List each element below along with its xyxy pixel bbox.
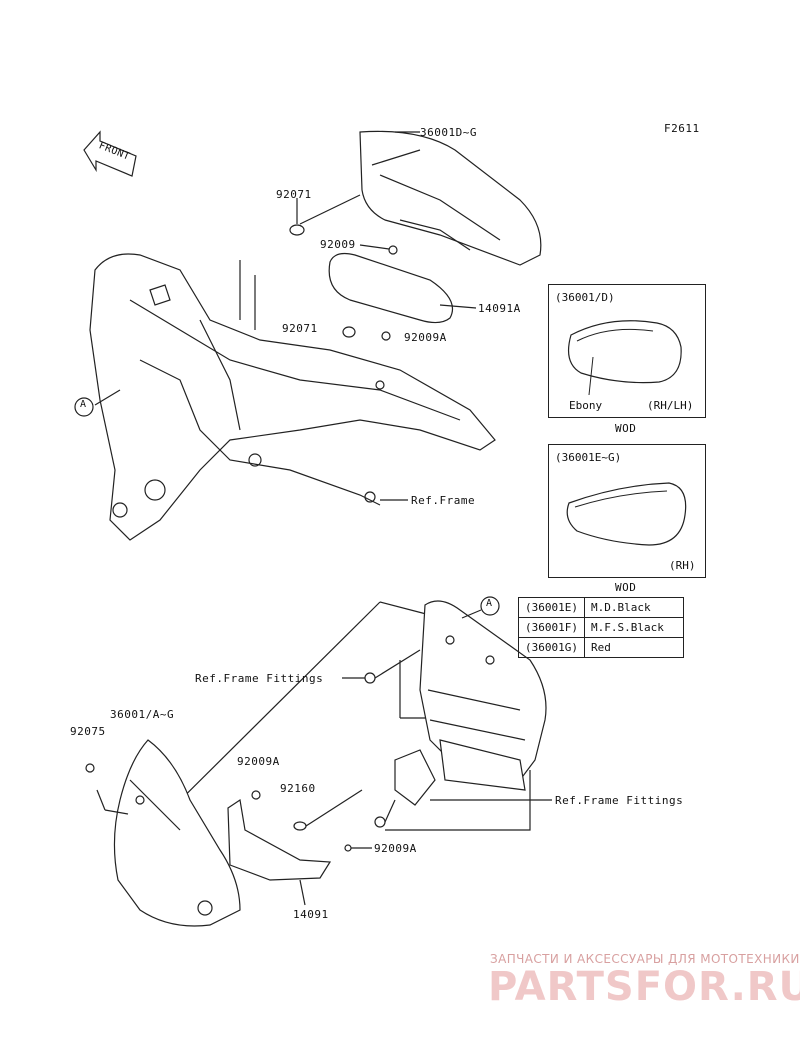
callout-92009A-bottom: 92009A	[374, 842, 417, 855]
callout-92071-mid: 92071	[282, 322, 318, 335]
callout-36001-A-G: 36001/A~G	[110, 708, 175, 721]
callout-14091: 14091	[293, 908, 329, 921]
color-code: (36001F)	[518, 617, 585, 638]
callout-36001D-G: 36001D~G	[420, 126, 477, 139]
callout-92071-top: 92071	[276, 188, 312, 201]
cover-eg-thumbnail-icon	[566, 482, 687, 546]
circle-a-top: A	[80, 399, 87, 410]
inset-1-side: (RH/LH)	[647, 399, 694, 412]
callout-92009: 92009	[320, 238, 356, 251]
cover-d-thumbnail-icon	[568, 320, 682, 396]
color-name: M.D.Black	[583, 597, 684, 618]
callout-ref-frame-fittings-1: Ref.Frame Fittings	[195, 672, 324, 685]
side-cover-upper	[359, 130, 542, 266]
front-arrow-icon	[83, 130, 137, 177]
callout-92009A-low: 92009A	[237, 755, 280, 768]
inset-1-code: (36001/D)	[555, 291, 615, 304]
circle-a-bottom: A	[486, 598, 493, 609]
inset-1-note: Ebony	[569, 399, 603, 412]
side-cover-lower	[113, 739, 241, 927]
figure-code: F2611	[664, 122, 700, 135]
inset-1-caption: WOD	[615, 422, 637, 435]
callout-92009A-mid: 92009A	[404, 331, 447, 344]
inset-2-side: (RH)	[669, 559, 696, 572]
callout-92075: 92075	[70, 725, 106, 738]
inset-2-caption: WOD	[615, 581, 637, 594]
inset-36001D: (36001/D) Ebony (RH/LH)	[548, 284, 706, 418]
color-code: (36001E)	[518, 597, 585, 618]
frame-outline	[89, 253, 496, 541]
callout-14091A: 14091A	[478, 302, 521, 315]
color-code: (36001G)	[518, 637, 585, 658]
callout-ref-frame-fittings-2: Ref.Frame Fittings	[555, 794, 684, 807]
callout-92160: 92160	[280, 782, 316, 795]
fittings-assembly	[394, 600, 547, 806]
inset-2-code: (36001E~G)	[555, 451, 622, 464]
color-row: (36001E) M.D.Black	[518, 597, 684, 618]
color-row: (36001F) M.F.S.Black	[518, 617, 684, 638]
color-name: Red	[583, 637, 684, 658]
color-table: (36001E) M.D.Black (36001F) M.F.S.Black …	[518, 597, 684, 658]
color-row: (36001G) Red	[518, 637, 684, 658]
watermark-brand: PARTSFOR.RU	[488, 964, 800, 1010]
callout-ref-frame: Ref.Frame	[411, 494, 476, 507]
inset-36001E-G: (36001E~G) (RH)	[548, 444, 706, 578]
watermark-tagline: ЗАПЧАСТИ И АКСЕССУАРЫ ДЛЯ МОТОТЕХНИКИ	[490, 952, 800, 966]
color-name: M.F.S.Black	[583, 617, 684, 638]
